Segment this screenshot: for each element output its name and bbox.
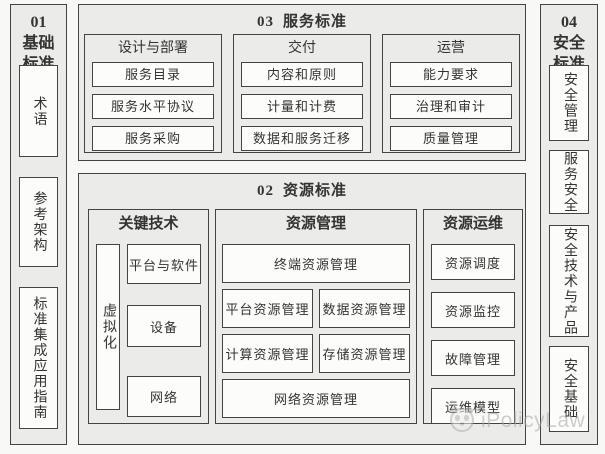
box-integration-guide-label: 标准集成应用指南: [31, 296, 47, 420]
box-service-catalog: 服务目录: [92, 62, 214, 87]
box-capability-requirements: 能力要求: [390, 62, 512, 87]
panel-resource-label: 资源标准: [282, 183, 347, 199]
box-security-tech-products: 安全技术与产品: [549, 225, 589, 337]
group-delivery-title: 交付: [288, 41, 316, 56]
service-groups: 设计与部署 服务目录 服务水平协议 服务采购 交付 内容和原则 计量和计费 数据…: [84, 34, 520, 153]
box-terminology: 术语: [19, 65, 58, 157]
box-virtualization-label: 虚拟化: [101, 303, 116, 351]
watermark: iPolicyLaw: [446, 402, 585, 440]
group-design-deployment: 设计与部署 服务目录 服务水平协议 服务采购: [84, 34, 222, 153]
group-delivery: 交付 内容和原则 计量和计费 数据和服务迁移: [233, 34, 371, 153]
box-security-management: 安全管理: [549, 65, 589, 141]
panel-basic-standards: 01 基础标准 术语 参考架构 标准集成应用指南: [10, 4, 67, 445]
panel-basic-number: 01: [30, 14, 47, 31]
group-key-technology-title: 关键技术: [118, 216, 179, 232]
box-security-tech-products-label: 安全技术与产品: [562, 226, 577, 336]
box-security-foundation-label: 安全基础: [562, 358, 577, 420]
panel-service-number: 03: [256, 14, 274, 30]
box-service-security-label: 服务安全: [562, 151, 577, 213]
box-terminal-resource-mgmt: 终端资源管理: [222, 244, 410, 283]
box-terminology-label: 术语: [31, 95, 47, 127]
box-network: 网络: [127, 376, 201, 417]
box-storage-resource-mgmt: 存储资源管理: [319, 334, 410, 373]
mgmt-row-1: 终端资源管理: [222, 244, 410, 283]
resource-management-rows: 终端资源管理 平台资源管理 数据资源管理 计算资源管理 存储资源管理 网络资源管…: [222, 244, 410, 418]
box-fault-management: 故障管理: [431, 340, 515, 376]
box-compute-resource-mgmt: 计算资源管理: [222, 334, 313, 373]
panel-service-title: 03 服务标准: [79, 5, 525, 30]
box-service-security: 服务安全: [549, 150, 589, 214]
watermark-text: iPolicyLaw: [481, 409, 586, 432]
panel-resource-number: 02: [256, 183, 274, 199]
box-data-resource-mgmt: 数据资源管理: [319, 289, 410, 328]
box-equipment: 设备: [127, 305, 201, 347]
group-design-deployment-title: 设计与部署: [118, 41, 188, 56]
box-quality-management: 质量管理: [390, 126, 512, 151]
box-integration-guide: 标准集成应用指南: [19, 287, 58, 429]
group-operations: 运营 能力要求 治理和审计 质量管理: [382, 34, 520, 153]
panel-service-standards: 03 服务标准 设计与部署 服务目录 服务水平协议 服务采购 交付 内容和原则 计…: [78, 4, 526, 161]
group-key-technology: 关键技术 虚拟化 平台与软件 设备 网络: [88, 209, 209, 424]
box-reference-architecture: 参考架构: [19, 177, 58, 267]
box-security-management-label: 安全管理: [562, 72, 577, 134]
resource-groups: 关键技术 虚拟化 平台与软件 设备 网络 资源管理 终端资源管理 平台资源管理 …: [88, 209, 523, 424]
box-metering-billing: 计量和计费: [241, 94, 363, 119]
box-content-principles: 内容和原则: [241, 62, 363, 87]
box-reference-architecture-label: 参考架构: [31, 191, 47, 253]
panel-resource-title: 02 资源标准: [79, 174, 525, 199]
box-service-level-agreement: 服务水平协议: [92, 94, 214, 119]
box-service-procurement: 服务采购: [92, 126, 214, 151]
panel-security-number: 04: [561, 14, 577, 31]
box-security-foundation: 安全基础: [549, 346, 589, 432]
box-platform-resource-mgmt: 平台资源管理: [222, 289, 313, 328]
panel-resource-standards: 02 资源标准 关键技术 虚拟化 平台与软件 设备 网络 资源管理 终端资源管理: [78, 173, 526, 445]
mgmt-row-2: 平台资源管理 数据资源管理: [222, 289, 410, 328]
group-resource-management-title: 资源管理: [285, 216, 346, 232]
mgmt-row-3: 计算资源管理 存储资源管理: [222, 334, 410, 373]
panda-logo-icon: [446, 402, 478, 440]
box-governance-audit: 治理和审计: [390, 94, 512, 119]
box-network-resource-mgmt: 网络资源管理: [222, 379, 410, 418]
mgmt-row-4: 网络资源管理: [222, 379, 410, 418]
group-operations-title: 运营: [437, 41, 465, 56]
box-resource-scheduling: 资源调度: [431, 244, 515, 280]
panel-security-standards: 04 安全标准 安全管理 服务安全 安全技术与产品 安全基础: [540, 4, 598, 445]
panel-service-label: 服务标准: [282, 14, 347, 30]
group-resource-operations-title: 资源运维: [442, 216, 503, 232]
box-data-service-migration: 数据和服务迁移: [241, 126, 363, 151]
box-platform-software: 平台与软件: [127, 244, 201, 284]
group-resource-management: 资源管理 终端资源管理 平台资源管理 数据资源管理 计算资源管理 存储资源管理 …: [215, 209, 417, 424]
box-resource-monitoring: 资源监控: [431, 292, 515, 328]
box-virtualization: 虚拟化: [96, 244, 120, 410]
group-resource-operations: 资源运维 资源调度 资源监控 故障管理 运维模型: [423, 209, 523, 424]
